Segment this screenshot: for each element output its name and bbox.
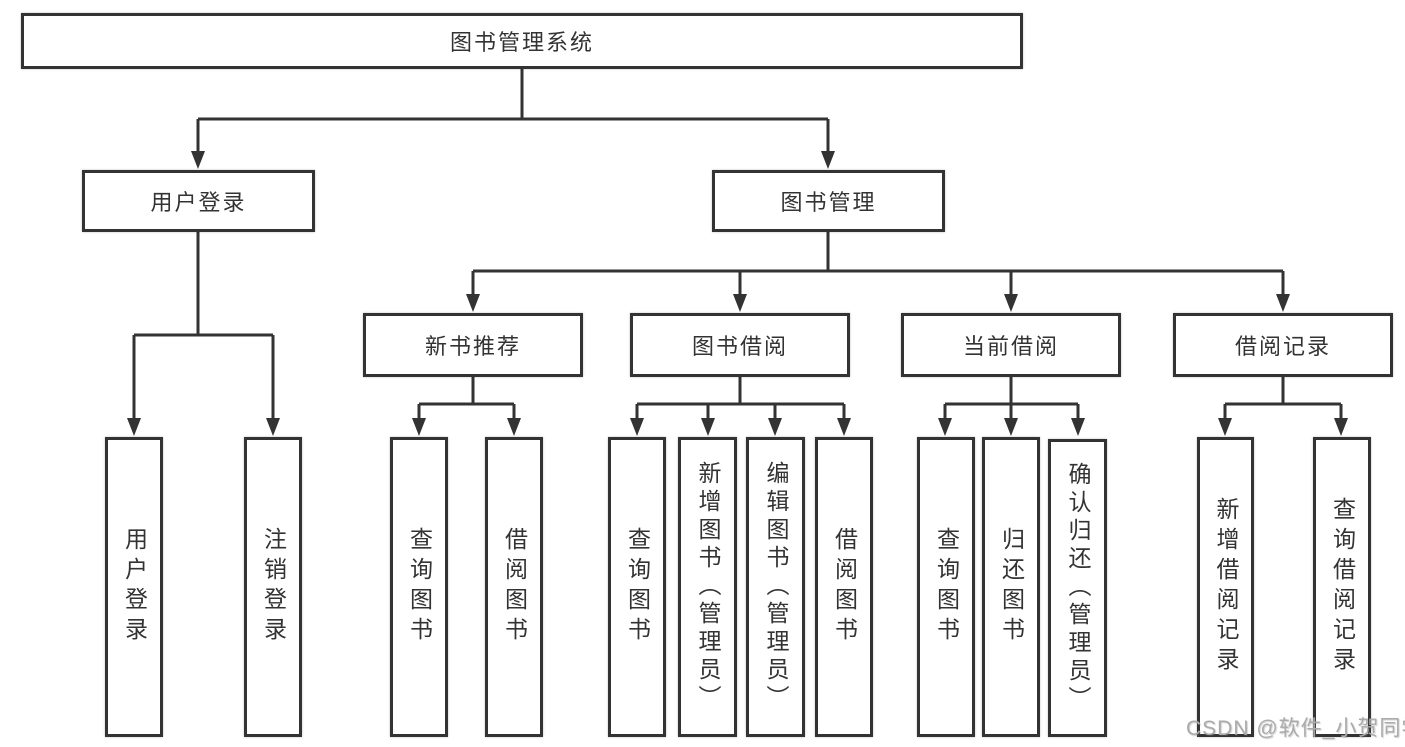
arrowhead-icon (127, 418, 141, 436)
node-query-book-2: 查询图书 (608, 437, 666, 737)
csdn-watermark: CSDN @软件_小贺同学 (1186, 717, 1405, 740)
node-book-borrowing-label: 图书借阅 (691, 334, 788, 359)
arrowhead-icon (701, 418, 715, 436)
node-query-book-2-label: 查询图书 (624, 527, 651, 647)
node-return-book-label: 归还图书 (998, 527, 1025, 647)
arrowhead-icon (630, 418, 644, 436)
connector-userlogin-to-children (132, 232, 275, 419)
arrowheads (127, 151, 1348, 436)
arrowhead-icon (733, 294, 747, 312)
node-edit-book-admin: 编辑图书（管理员） (746, 437, 805, 737)
node-query-borrow-record-label: 查询借阅记录 (1329, 497, 1356, 677)
connector-root-to-level2 (196, 69, 830, 152)
node-confirm-return-admin: 确认归还（管理员） (1048, 439, 1107, 737)
node-book-management-module: 图书管理 (712, 170, 945, 232)
node-borrow-book-1-label: 借阅图书 (501, 527, 528, 647)
node-new-book-recommend: 新书推荐 (363, 313, 583, 377)
node-user-login-module-label: 用户登录 (150, 190, 247, 215)
node-borrow-book-1: 借阅图书 (485, 437, 543, 737)
node-user-login: 用户登录 (105, 437, 163, 737)
node-add-book-admin: 新增图书（管理员） (678, 437, 737, 737)
node-query-book-3: 查询图书 (917, 437, 975, 737)
node-query-book-1-label: 查询图书 (406, 527, 433, 647)
node-query-book-3-label: 查询图书 (933, 527, 960, 647)
arrowhead-icon (1071, 418, 1085, 436)
node-return-book: 归还图书 (982, 437, 1040, 737)
arrowhead-icon (412, 418, 426, 436)
arrowhead-icon (837, 418, 851, 436)
node-new-book-recommend-label: 新书推荐 (424, 334, 521, 359)
arrowhead-icon (266, 418, 280, 436)
node-book-management-system: 图书管理系统 (21, 13, 1023, 69)
node-query-book-1: 查询图书 (390, 437, 448, 737)
node-edit-book-admin-label: 编辑图书（管理员） (763, 461, 789, 713)
node-borrowing-records-label: 借阅记录 (1234, 334, 1331, 359)
connector-bookmgmt-to-level3 (471, 232, 1285, 295)
arrowhead-icon (821, 151, 835, 169)
node-user-login-label: 用户登录 (121, 527, 148, 647)
arrowhead-icon (1276, 294, 1290, 312)
node-confirm-return-admin-label: 确认归还（管理员） (1065, 462, 1091, 714)
node-book-management-module-label: 图书管理 (780, 190, 877, 215)
arrowhead-icon (938, 418, 952, 436)
arrowhead-icon (1004, 294, 1018, 312)
connector-currentborrow-to-children (943, 377, 1080, 419)
arrowhead-icon (1218, 418, 1232, 436)
node-current-borrowing: 当前借阅 (901, 313, 1121, 377)
arrowhead-icon (1334, 418, 1348, 436)
node-add-book-admin-label: 新增图书（管理员） (695, 461, 721, 713)
arrowhead-icon (1004, 418, 1018, 436)
node-user-login-module: 用户登录 (82, 170, 315, 232)
node-borrow-book-2: 借阅图书 (815, 437, 873, 737)
node-book-borrowing: 图书借阅 (630, 313, 850, 377)
node-borrow-book-2-label: 借阅图书 (831, 527, 858, 647)
node-add-borrow-record: 新增借阅记录 (1197, 437, 1254, 737)
connector-newbook-to-children (417, 377, 516, 419)
arrowhead-icon (768, 418, 782, 436)
node-query-borrow-record: 查询借阅记录 (1313, 437, 1371, 737)
node-logout-label: 注销登录 (260, 527, 287, 647)
node-borrowing-records: 借阅记录 (1173, 313, 1393, 377)
node-current-borrowing-label: 当前借阅 (962, 334, 1059, 359)
node-book-management-system-label: 图书管理系统 (449, 30, 594, 55)
connector-borrowrecord-to-children (1223, 377, 1343, 419)
arrowhead-icon (507, 418, 521, 436)
node-add-borrow-record-label: 新增借阅记录 (1213, 497, 1239, 677)
arrowhead-icon (466, 294, 480, 312)
connector-bookborrow-to-children (635, 377, 846, 419)
arrowhead-icon (191, 151, 205, 169)
node-logout: 注销登录 (244, 437, 302, 737)
